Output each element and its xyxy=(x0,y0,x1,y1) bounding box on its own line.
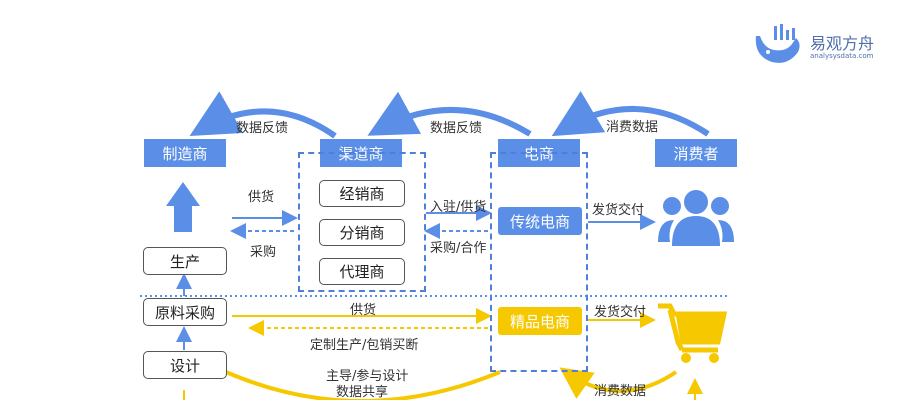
feedback-arc-2 xyxy=(367,91,532,137)
gold-arc-design xyxy=(225,370,501,400)
label-supply-1: 供货 xyxy=(248,190,275,205)
label-consume-top: 消费数据 xyxy=(606,120,659,135)
node-agent: 代理商 xyxy=(319,258,405,285)
label-purchase-coop: 采购/合作 xyxy=(430,241,487,256)
logo-url: analysysdata.com xyxy=(810,52,874,60)
label-feedback-2: 数据反馈 xyxy=(430,121,483,136)
channel-container xyxy=(298,152,426,292)
feedback-arc-1 xyxy=(189,91,337,139)
node-raw-purchase: 原料采购 xyxy=(143,298,227,326)
up-arrow-production xyxy=(166,182,200,232)
node-premium-ecom: 精品电商 xyxy=(498,307,582,335)
label-feedback-1: 数据反馈 xyxy=(236,121,289,136)
label-supply-2: 供货 xyxy=(350,303,377,318)
label-settle-supply: 入驻/供货 xyxy=(430,200,487,215)
node-design: 设计 xyxy=(143,351,227,379)
label-custom-production: 定制生产/包销买断 xyxy=(310,338,419,353)
ecommerce-container xyxy=(490,152,588,372)
label-consume-bottom: 消费数据 xyxy=(594,384,647,399)
label-ship-deliver-1: 发货交付 xyxy=(592,203,645,218)
shopping-cart-icon xyxy=(658,303,728,363)
node-distributor: 经销商 xyxy=(319,180,405,207)
label-ship-deliver-2: 发货交付 xyxy=(594,305,647,320)
label-lead-participate: 主导/参与设计 xyxy=(326,369,409,384)
node-traditional-ecom: 传统电商 xyxy=(498,207,582,235)
node-manufacturer: 制造商 xyxy=(144,139,226,167)
node-consumer: 消费者 xyxy=(655,139,737,167)
node-sub-distributor: 分销商 xyxy=(319,219,405,246)
label-purchase: 采购 xyxy=(250,245,277,260)
whale-logo-icon xyxy=(755,24,800,63)
people-icon xyxy=(658,190,734,246)
node-production: 生产 xyxy=(143,247,227,275)
logo: 易观方舟 analysysdata.com xyxy=(752,22,892,66)
consume-arc-top xyxy=(551,90,710,137)
logo-name: 易观方舟 xyxy=(810,34,875,53)
gold-arc-consume xyxy=(559,367,678,399)
label-data-share: 数据共享 xyxy=(336,385,389,400)
